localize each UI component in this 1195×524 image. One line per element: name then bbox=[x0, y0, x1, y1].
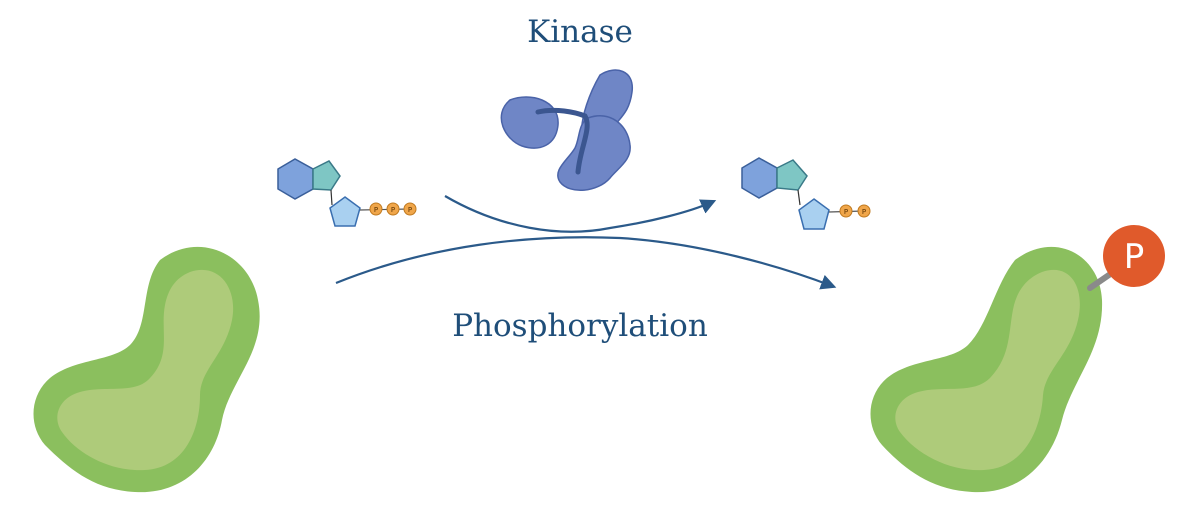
adp-hexagon-ring bbox=[741, 157, 778, 199]
atp-phosphate-2 bbox=[386, 202, 400, 216]
atp-phosphate-3 bbox=[403, 202, 417, 216]
kinase-left-lobe bbox=[500, 96, 559, 149]
atp-phosphate-1 bbox=[369, 202, 383, 216]
adp-glycosidic-bond bbox=[797, 189, 801, 206]
atp-phosphate-3-label: P bbox=[408, 206, 412, 214]
phosphorylation-label: Phosphorylation bbox=[452, 308, 708, 344]
adp-molecule: P P bbox=[741, 157, 871, 230]
adp-phosphate-1-label: P bbox=[844, 208, 848, 216]
product-protein-inner bbox=[895, 269, 1080, 471]
substrate-protein bbox=[33, 246, 260, 493]
adp-ribose-sugar bbox=[798, 198, 830, 230]
atp-ribose-sugar bbox=[329, 196, 361, 227]
phosphorylation-arrow bbox=[335, 236, 837, 290]
adp-phosphate-1 bbox=[839, 204, 853, 218]
adp-phosphate-2 bbox=[857, 204, 871, 218]
atp-phosphate-chain bbox=[359, 208, 411, 211]
atp-glycosidic-bond bbox=[330, 189, 333, 206]
attached-phosphate bbox=[1103, 225, 1165, 287]
adp-phosphate-2-label: P bbox=[862, 208, 866, 216]
product-protein: P bbox=[870, 225, 1165, 493]
atp-to-adp-arrow bbox=[444, 195, 717, 233]
atp-phosphate-1-label: P bbox=[374, 206, 378, 214]
attached-phosphate-label: P bbox=[1124, 237, 1145, 277]
kinase-enzyme bbox=[500, 69, 633, 191]
atp-molecule: P P P bbox=[277, 158, 417, 227]
kinase-lower-lobe bbox=[557, 115, 631, 191]
substrate-protein-inner bbox=[57, 269, 234, 471]
kinase-linker bbox=[535, 107, 590, 175]
adp-pentagon-ring bbox=[776, 159, 808, 191]
atp-phosphate-2-label: P bbox=[391, 206, 395, 214]
atp-pentagon-ring bbox=[312, 160, 341, 191]
kinase-label: Kinase bbox=[527, 14, 633, 50]
atp-hexagon-ring bbox=[277, 158, 314, 200]
